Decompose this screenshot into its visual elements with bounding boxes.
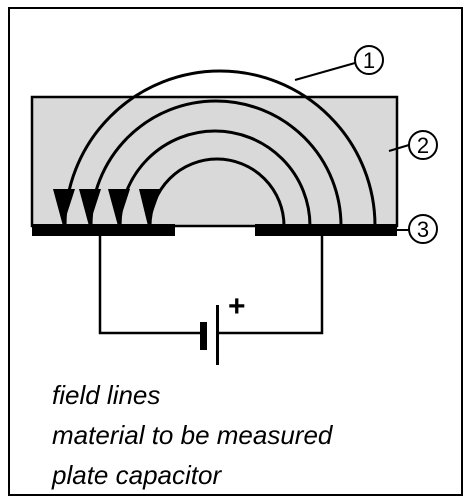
marker-3-label: 3: [417, 217, 429, 242]
legend-field-lines: field lines: [52, 380, 160, 410]
circuit-wire-right: [218, 236, 324, 335]
outer-border: [8, 7, 463, 496]
marker-1-leader: [294, 62, 356, 81]
circuit-wire-left: [98, 236, 203, 335]
field-line-second: [89, 99, 343, 227]
legend-plate-capacitor: plate capacitor: [51, 460, 222, 490]
marker-2-label: 2: [417, 133, 429, 158]
field-line-outer: [63, 69, 377, 227]
battery-plus-sign: +: [228, 290, 246, 323]
marker-3-circle: [408, 214, 438, 244]
field-line-arrow-third: [108, 189, 130, 226]
marker-2-circle: [408, 130, 438, 160]
field-line-arrow-second: [79, 189, 101, 226]
field-line-arrow-outer: [53, 189, 75, 226]
field-line-arrow-inner: [139, 189, 161, 226]
battery-long-plate: [216, 305, 219, 365]
capacitor-plate-right: [255, 224, 397, 236]
capacitor-plate-left: [32, 224, 175, 236]
marker-2-leader: [388, 144, 410, 152]
legend-material: material to be measured: [52, 420, 334, 450]
marker-1-circle: [354, 45, 384, 75]
marker-1-label: 1: [363, 48, 375, 73]
battery-short-plate: [200, 322, 207, 350]
field-line-third: [118, 129, 312, 227]
